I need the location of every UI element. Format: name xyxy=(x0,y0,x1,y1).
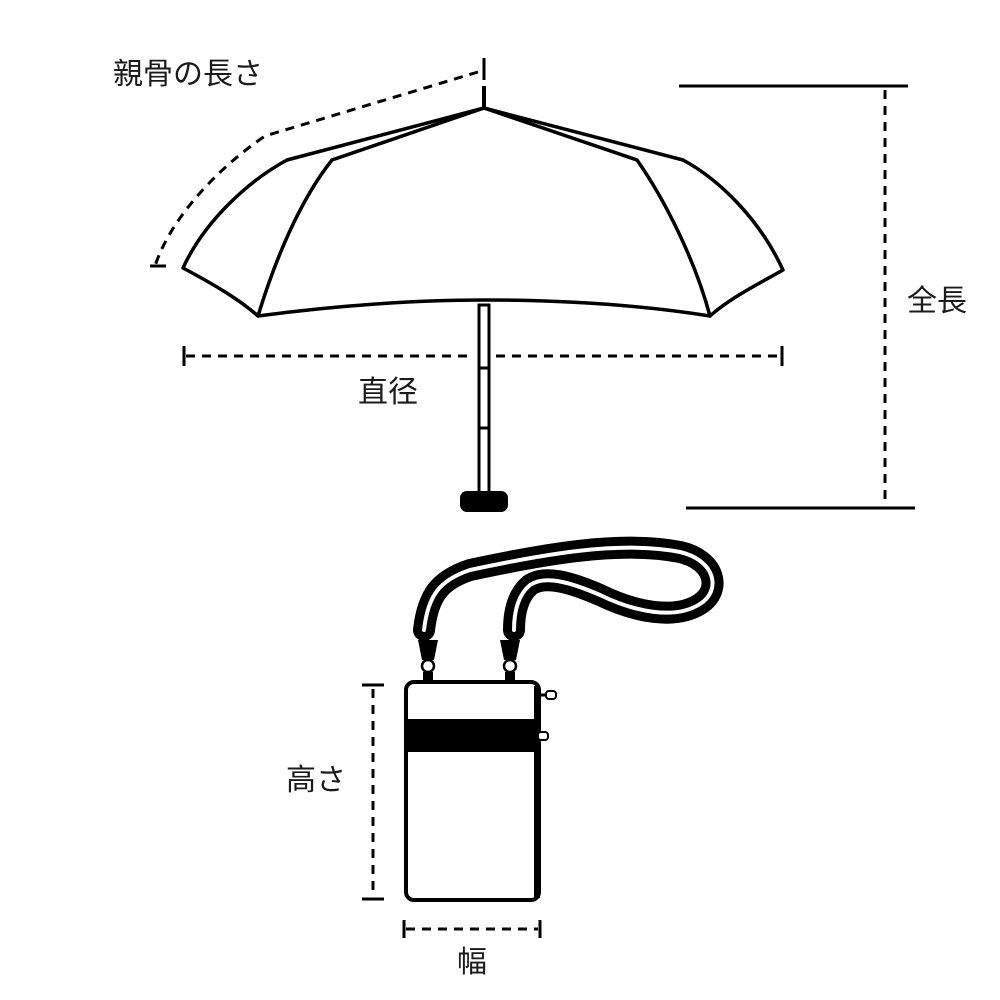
pouch-zipper-middle xyxy=(528,731,549,741)
rib-length-label: 親骨の長さ xyxy=(113,57,263,92)
umbrella-canopy xyxy=(181,106,785,318)
pouch-body xyxy=(404,680,541,902)
umbrella-shaft xyxy=(477,303,491,495)
pouch-clasp-right xyxy=(500,640,520,682)
pouch-strap-inner xyxy=(422,545,715,632)
pouch-zipper-top xyxy=(539,690,557,700)
diameter-label: 直径 xyxy=(358,375,418,410)
pouch-strap xyxy=(413,536,724,641)
rib-length-line xyxy=(153,70,479,267)
diameter-dimension: 直径 xyxy=(182,346,784,410)
umbrella-rib xyxy=(256,106,486,318)
height-label: 高さ xyxy=(286,763,346,798)
total-length-dimension: 全長 xyxy=(679,84,967,510)
width-dimension: 幅 xyxy=(402,920,542,980)
umbrella-handle xyxy=(460,491,508,512)
pouch-icon xyxy=(404,536,724,902)
height-dimension: 高さ xyxy=(286,683,384,901)
total-length-label: 全長 xyxy=(907,284,967,319)
pouch-clasp-left xyxy=(418,640,438,682)
width-label: 幅 xyxy=(457,945,487,980)
umbrella-rib xyxy=(482,106,712,318)
pouch-band xyxy=(408,719,537,752)
umbrella-icon xyxy=(181,86,785,512)
rib-length-dimension: 親骨の長さ xyxy=(113,57,486,268)
